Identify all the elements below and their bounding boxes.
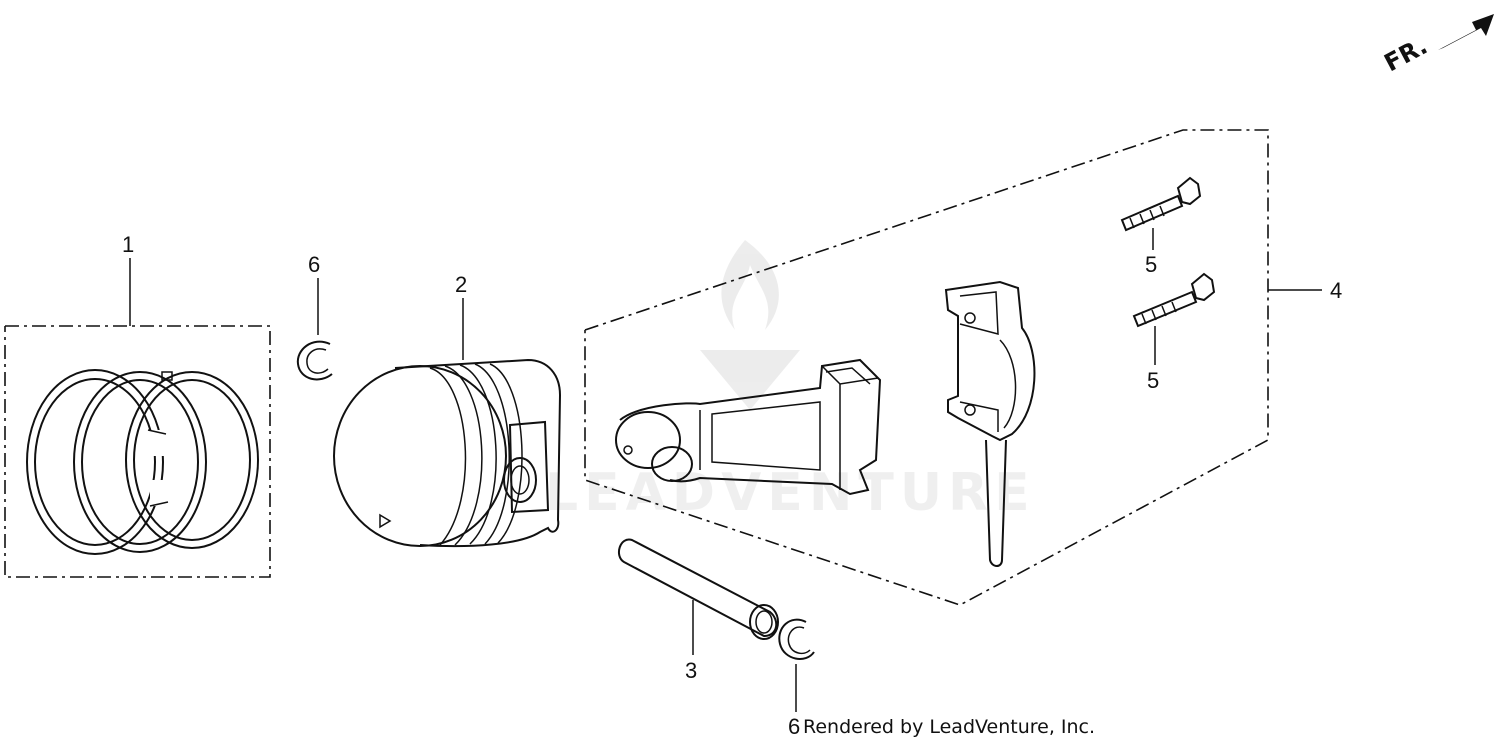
connecting-rod-icon <box>615 358 882 496</box>
ring-set-frame <box>4 325 271 578</box>
fr-label: FR. <box>1380 32 1432 78</box>
piston-pin-clip-lower: 6 <box>778 618 815 739</box>
rod-assembly-frame <box>584 129 1269 606</box>
piston-ring-set: 1 <box>4 232 271 578</box>
bolt-head-icon <box>1176 176 1202 206</box>
bolt-shank-icon <box>1120 194 1184 232</box>
watermark-text: LEADVENTURE <box>545 463 1036 523</box>
front-direction-indicator: FR. <box>1380 14 1494 77</box>
rod-bolt-upper: 5 <box>1120 176 1202 277</box>
connecting-rod-cap-icon <box>944 280 1036 567</box>
callout-5b: 5 <box>1147 368 1159 393</box>
render-credit: Rendered by LeadVenture, Inc. <box>803 716 1096 738</box>
piston-pin-clip-upper: 6 <box>296 252 333 381</box>
leadventure-watermark: LEADVENTURE <box>545 240 1036 523</box>
callout-1: 1 <box>122 232 134 257</box>
callout-5a: 5 <box>1145 252 1157 277</box>
callout-3: 3 <box>685 658 697 683</box>
callout-4: 4 <box>1330 278 1342 303</box>
rod-bolt-lower: 5 <box>1132 272 1216 393</box>
front-arrow-icon <box>1438 14 1494 50</box>
flame-logo-icon <box>700 240 800 410</box>
piston-pin: 3 <box>617 538 779 683</box>
callout-6a: 6 <box>308 252 320 277</box>
bolt-shank-icon <box>1132 290 1198 328</box>
callout-2: 2 <box>455 272 467 297</box>
callout-6b: 6 <box>788 714 800 739</box>
connecting-rod-assembly: 4 5 <box>584 129 1342 606</box>
piston: 2 <box>333 272 562 548</box>
piston-direction-mark-icon <box>379 513 392 529</box>
piston-crown <box>333 365 507 547</box>
piston-rings-icon <box>26 369 259 555</box>
bolt-head-icon <box>1190 272 1216 302</box>
